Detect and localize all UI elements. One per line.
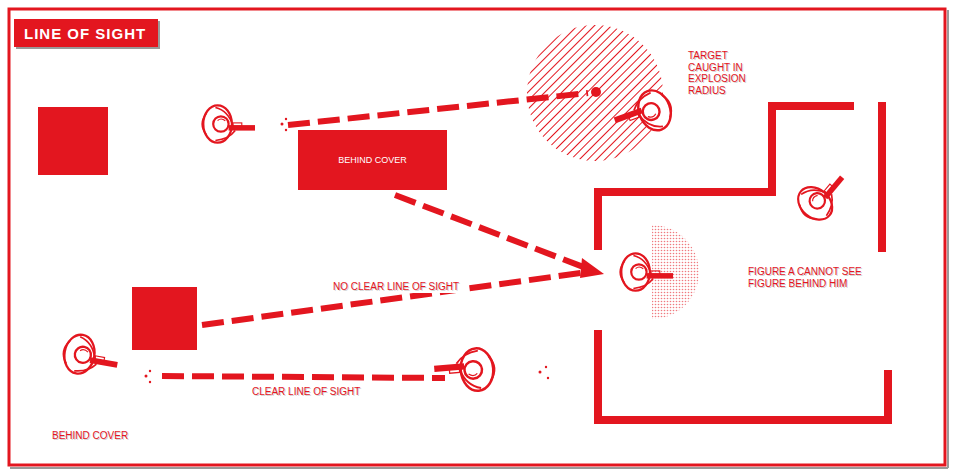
note-label: FIGURE A CANNOT SEE FIGURE BEHIND HIM [748, 266, 870, 289]
title-tab: LINE OF SIGHT [14, 19, 158, 47]
frame [9, 9, 945, 465]
sight-lines [162, 93, 588, 378]
target-figure [433, 347, 496, 395]
note-label: CLEAR LINE OF SIGHT [252, 386, 360, 398]
cover-block: BEHIND COVER [298, 130, 447, 190]
arrowhead [580, 258, 604, 278]
cover-block [38, 107, 108, 175]
shooter-figure [60, 332, 121, 380]
vision-arc [652, 225, 699, 319]
frame-shadow [10, 467, 948, 469]
figure-a [620, 253, 673, 290]
room-walls [594, 102, 892, 424]
note-label: NO CLEAR LINE OF SIGHT [330, 281, 462, 293]
target-figure [609, 85, 677, 143]
shooter-figure [202, 105, 255, 142]
muzzle-flash [145, 118, 550, 383]
note-label: TARGET CAUGHT IN EXPLOSION RADIUS [688, 50, 772, 96]
cover-block [132, 287, 197, 350]
hidden-figure [791, 163, 854, 227]
note-label: BEHIND COVER [52, 430, 128, 442]
cover-label: BEHIND COVER [338, 155, 407, 165]
impact-point [591, 87, 601, 97]
frame-shadow [947, 10, 949, 468]
